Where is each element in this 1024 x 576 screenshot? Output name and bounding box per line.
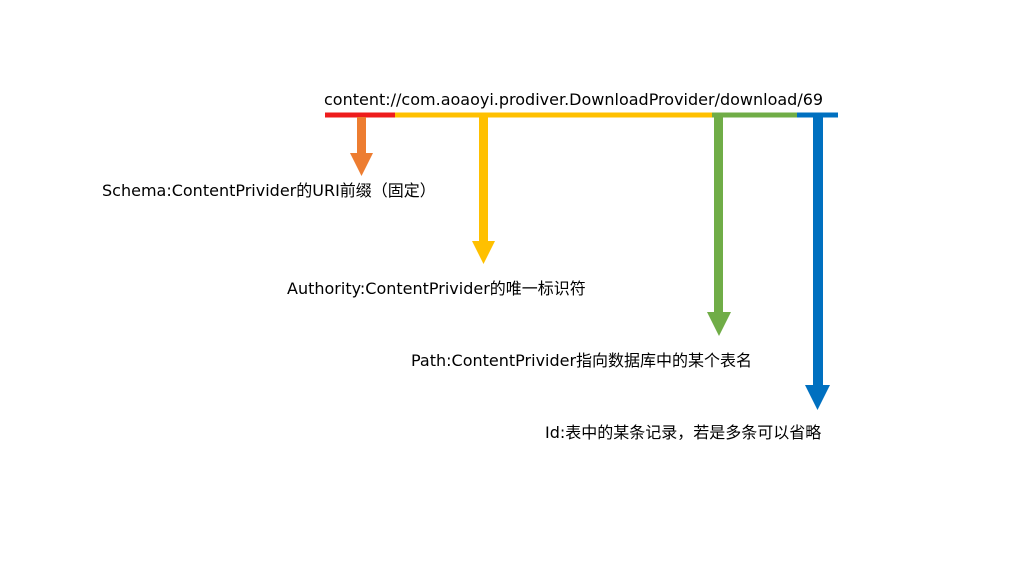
schema-label: Schema:ContentPrivider的URI前缀（固定） — [102, 181, 436, 200]
path-label: Path:ContentPrivider指向数据库中的某个表名 — [411, 351, 753, 370]
authority-arrow-shaft — [479, 117, 488, 241]
authority-arrow-head — [472, 241, 495, 264]
uri-text: content://com.aoaoyi.prodiver.DownloadPr… — [324, 90, 824, 109]
schema-arrow-head — [350, 153, 373, 176]
path-arrow-head — [707, 312, 731, 336]
id-arrow-head — [805, 385, 830, 410]
schema-arrow-shaft — [357, 117, 366, 153]
schema-arrow — [350, 117, 373, 176]
id-arrow-shaft — [813, 117, 823, 385]
path-arrow-shaft — [714, 117, 723, 312]
authority-arrow — [472, 117, 495, 264]
path-arrow — [707, 117, 731, 336]
authority-label: Authority:ContentPrivider的唯一标识符 — [287, 279, 586, 298]
id-label: Id:表中的某条记录，若是多条可以省略 — [545, 423, 822, 442]
id-arrow — [805, 117, 830, 410]
